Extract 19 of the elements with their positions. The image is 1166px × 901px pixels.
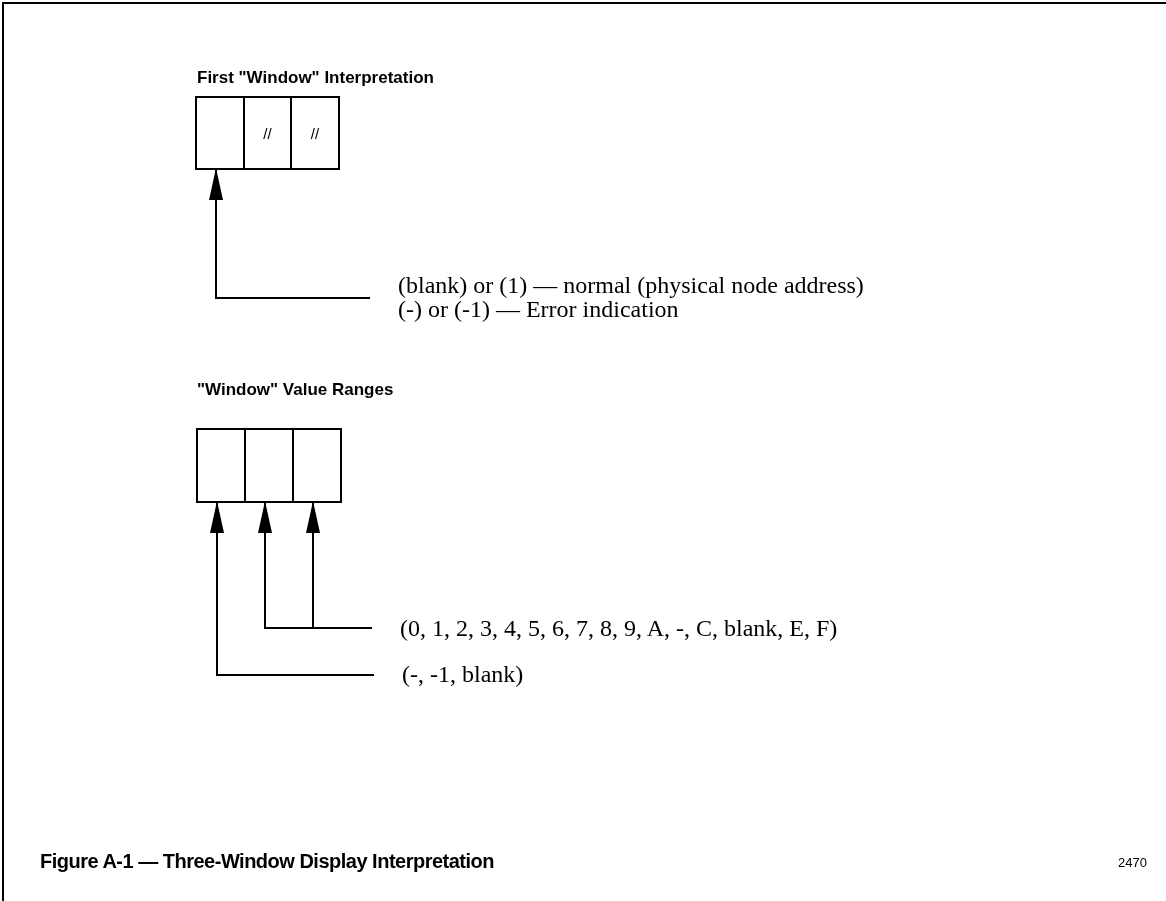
annotation-text: (blank) or (1) — normal (physical node address) <box>398 273 864 297</box>
annotation-text: (-) or (-1) — Error indication <box>398 297 679 321</box>
annotation-text: (-, -1, blank) <box>402 662 524 686</box>
arrow <box>210 501 375 676</box>
section-heading: "Window" Value Ranges <box>197 380 394 400</box>
window-cell <box>244 428 294 503</box>
arrow <box>209 168 371 299</box>
slash-mark: // <box>263 124 272 142</box>
window-cell <box>195 96 245 170</box>
arrow <box>306 501 373 629</box>
annotation-text: (0, 1, 2, 3, 4, 5, 6, 7, 8, 9, A, -, C, blank, E, F) <box>400 616 838 640</box>
window-cell <box>196 428 246 503</box>
window-cell <box>290 96 340 170</box>
section-heading: First "Window" Interpretation <box>197 68 434 88</box>
figure-caption: Figure A-1 — Three-Window Display Interpretation <box>40 850 494 873</box>
window-cell <box>243 96 292 170</box>
window-cell <box>292 428 342 503</box>
slash-mark: // <box>310 124 320 142</box>
figure-number: 2470 <box>1118 855 1147 870</box>
